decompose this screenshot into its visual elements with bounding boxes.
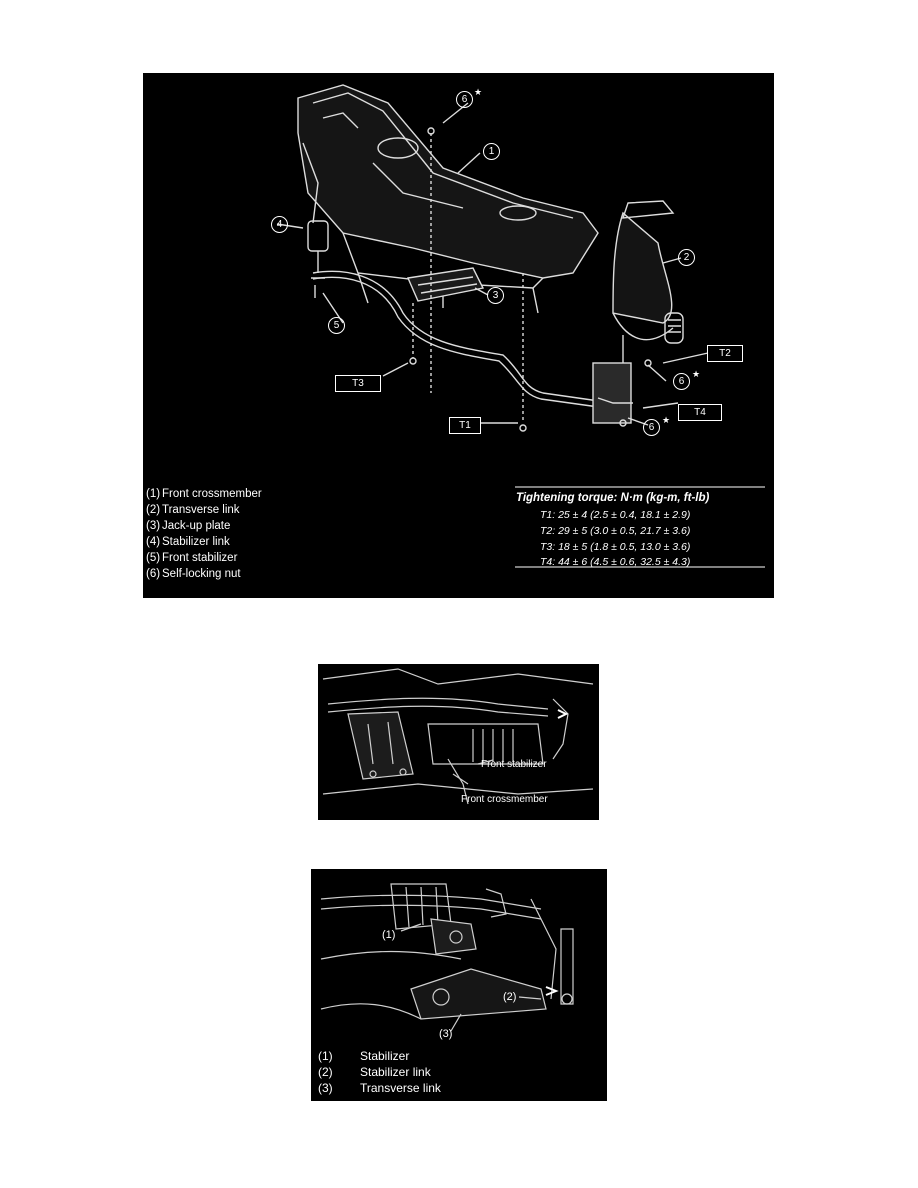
callout-1: 1 — [483, 143, 500, 160]
label-front-stabilizer: Front stabilizer — [481, 759, 547, 770]
callout-star-bottom: ★ — [662, 415, 671, 425]
torque-box-t4: T4 — [678, 404, 722, 421]
callout-5: 5 — [328, 317, 345, 334]
torque-row-t3: T3: 18 ± 5 (1.8 ± 0.5, 13.0 ± 3.6) — [540, 541, 691, 553]
torque-row-t4: T4: 44 ± 6 (4.5 ± 0.6, 32.5 ± 4.3) — [540, 556, 691, 568]
legend-item: (2)Stabilizer link — [318, 1065, 431, 1079]
torque-box-t2: T2 — [707, 345, 743, 362]
callout-3: 3 — [487, 287, 504, 304]
torque-table-title: Tightening torque: N·m (kg-m, ft-lb) — [516, 492, 710, 504]
callout-6-bottom: 6 — [643, 419, 660, 436]
torque-row-t2: T2: 29 ± 5 (3.0 ± 0.5, 21.7 ± 3.6) — [540, 525, 691, 537]
stabilizer-link-drawing — [320, 883, 574, 1032]
front-stabilizer-photo: Front stabilizer Front crossmember — [318, 664, 599, 820]
legend-item: (1)Stabilizer — [318, 1049, 410, 1063]
callout-2: (2) — [503, 991, 517, 1003]
torque-box-t3: T3 — [335, 375, 381, 392]
label-front-crossmember: Front crossmember — [461, 794, 548, 805]
legend-item: (4)Stabilizer link — [146, 536, 230, 548]
stabilizer-photo-drawing — [322, 668, 594, 805]
callout-3: (3) — [439, 1028, 453, 1040]
legend-item: (3)Jack-up plate — [146, 520, 231, 532]
callout-star-right: ★ — [692, 369, 701, 379]
crossmember-drawing — [276, 84, 765, 568]
front-suspension-exploded-diagram: 6 ★ 1 4 2 3 5 6 ★ 6 ★ T2 T3 T4 T1 (1)Fro… — [143, 73, 774, 598]
legend-item: (2)Transverse link — [146, 504, 240, 516]
callout-6-right: 6 — [673, 373, 690, 390]
legend-item: (3)Transverse link — [318, 1081, 441, 1095]
stabilizer-link-photo: (1) (2) (3) (1)Stabilizer (2)Stabilizer … — [311, 869, 607, 1101]
callout-1: (1) — [382, 929, 396, 941]
legend-item: (6)Self-locking nut — [146, 568, 241, 580]
callout-2: 2 — [678, 249, 695, 266]
torque-row-t1: T1: 25 ± 4 (2.5 ± 0.4, 18.1 ± 2.9) — [540, 509, 691, 521]
callout-star-top: ★ — [474, 87, 483, 97]
legend-item: (1)Front crossmember — [146, 488, 262, 500]
callout-6-top: 6 — [456, 91, 473, 108]
torque-box-t1: T1 — [449, 417, 481, 434]
callout-4: 4 — [271, 216, 288, 233]
legend-item: (5)Front stabilizer — [146, 552, 238, 564]
